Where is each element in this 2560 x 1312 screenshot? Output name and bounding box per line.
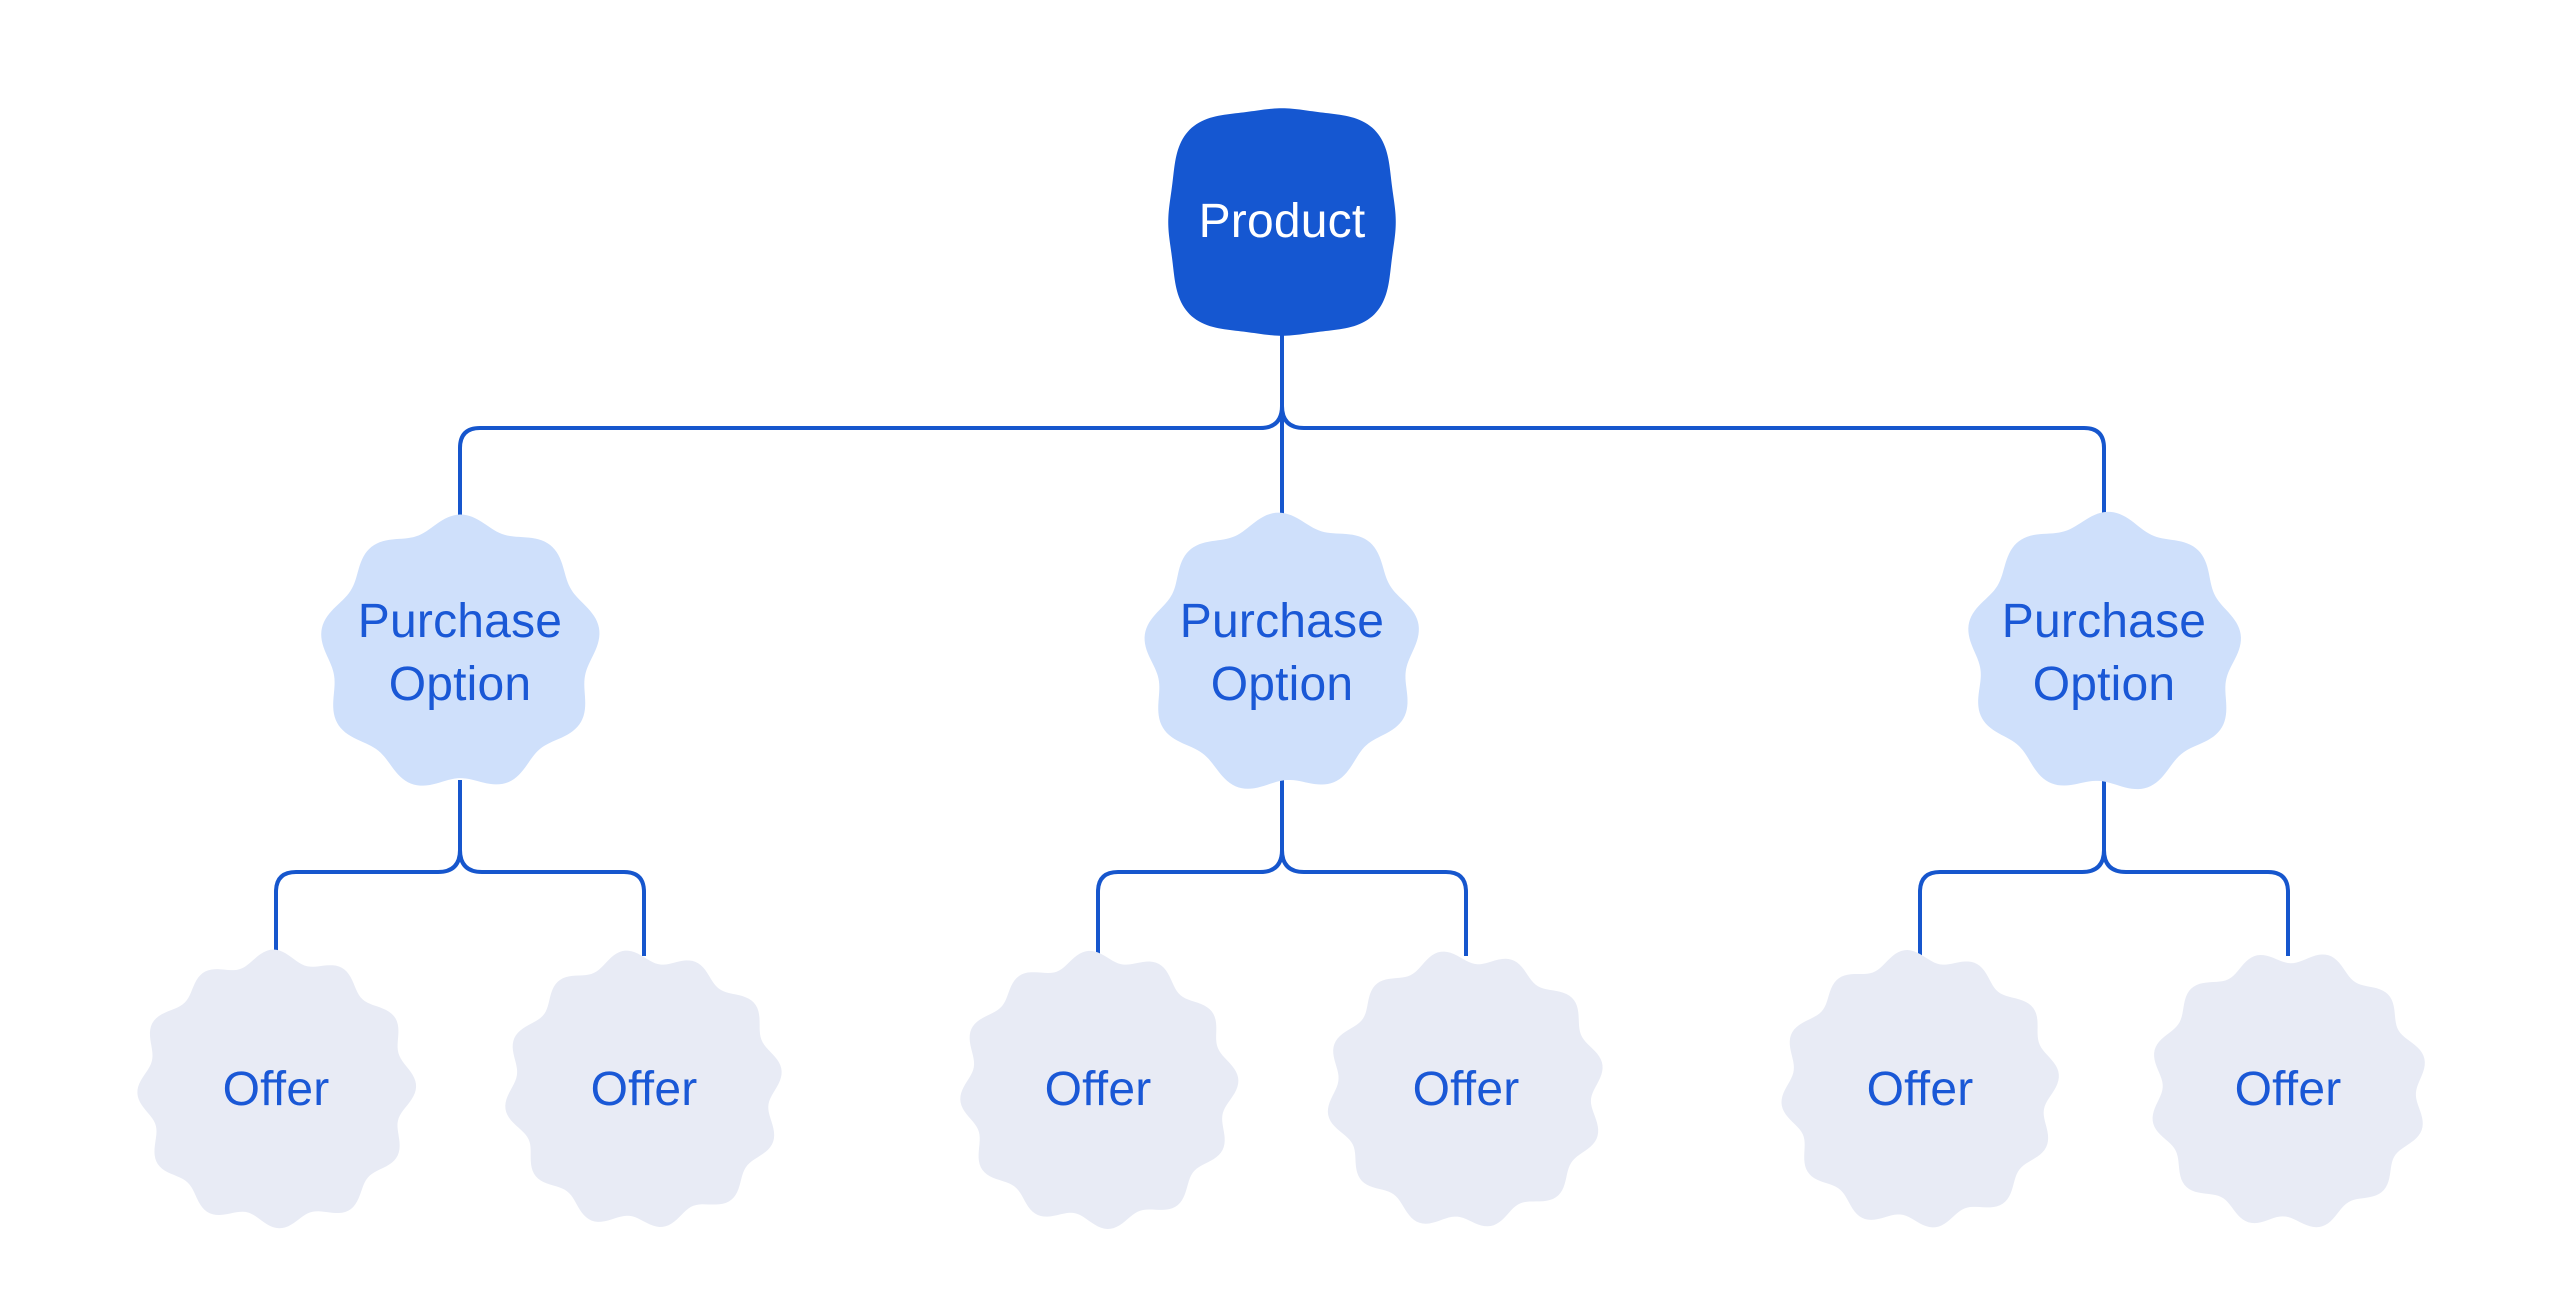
purchase-option-label-line: Purchase (357, 594, 563, 648)
purchase-option-node-3: Purchase Option (1962, 511, 2246, 795)
edge-root-to-purchase-3 (1280, 330, 2106, 520)
product-label-text: Product (1198, 195, 1366, 249)
offer-blob-shape (1327, 951, 1603, 1227)
offer-label-text: Offer (1044, 1063, 1152, 1117)
offer-node-1b: Offer (502, 948, 786, 1232)
offer-label: Offer (956, 948, 1240, 1232)
purchase-option-label: Purchase Option (318, 511, 602, 795)
offer-label: Offer (1778, 948, 2062, 1232)
offer-label: Offer (134, 948, 418, 1232)
purchase-option-node-1: Purchase Option (318, 511, 602, 795)
offer-node-2b: Offer (1324, 948, 1608, 1232)
edge-purchase-2-to-offer-1 (1096, 780, 1284, 956)
offer-label-text: Offer (1412, 1063, 1520, 1117)
offer-blob-shape (137, 949, 417, 1229)
offer-blob-shape (2152, 954, 2425, 1228)
purchase-option-label-line: Purchase (2001, 594, 2207, 648)
edge-purchase-2-to-offer-2 (1280, 780, 1468, 956)
purchase-option-label-line: Option (1210, 658, 1354, 711)
purchase-option-blob-shape (321, 514, 600, 786)
offer-blob-shape (960, 950, 1239, 1229)
product-blob-shape (1168, 108, 1396, 336)
offer-blob-shape (1781, 950, 2059, 1228)
offer-blob-shape (505, 950, 782, 1227)
offer-label-text: Offer (590, 1063, 698, 1117)
purchase-option-label-line: Option (388, 658, 532, 711)
offer-node-3a: Offer (1778, 948, 2062, 1232)
purchase-option-blob-shape (1968, 511, 2241, 790)
edge-purchase-3-to-offer-1 (1918, 780, 2106, 956)
offer-label-text: Offer (1866, 1063, 1974, 1117)
purchase-option-blob-shape (1144, 512, 1419, 789)
edge-purchase-3-to-offer-2 (2102, 780, 2290, 956)
offer-label-text: Offer (2234, 1063, 2342, 1117)
purchase-option-label-line: Option (2032, 658, 2176, 711)
purchase-option-label: Purchase Option (1962, 511, 2246, 795)
edge-purchase-1-to-offer-2 (458, 780, 646, 956)
purchase-option-node-2: Purchase Option (1140, 511, 1424, 795)
offer-label: Offer (2146, 948, 2430, 1232)
offer-node-2a: Offer (956, 948, 1240, 1232)
offer-node-3b: Offer (2146, 948, 2430, 1232)
purchase-option-label-line: Purchase (1179, 594, 1385, 648)
offer-label: Offer (1324, 948, 1608, 1232)
edge-root-to-purchase-1 (458, 330, 1284, 520)
offer-label: Offer (502, 948, 786, 1232)
purchase-option-label: Purchase Option (1140, 511, 1424, 795)
offer-label-text: Offer (222, 1063, 330, 1117)
edge-purchase-1-to-offer-1 (274, 780, 462, 956)
offer-node-1a: Offer (134, 948, 418, 1232)
product-node: Product (1151, 91, 1413, 353)
product-label: Product (1151, 91, 1413, 353)
